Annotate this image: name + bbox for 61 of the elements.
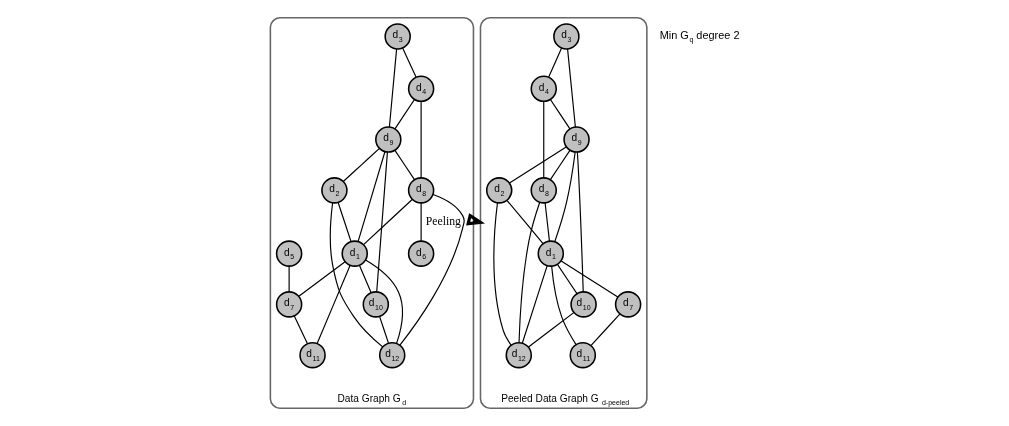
node-circle: d$_{3}$	[384, 23, 411, 50]
node-circle: d$_{1}$	[537, 240, 565, 267]
node-circle: d$_{4}$	[530, 75, 558, 103]
label: Min G$_{q}$ degree 2	[659, 28, 740, 44]
connector	[358, 264, 372, 294]
node-circle: d$_{4}$	[407, 75, 435, 103]
node-circle: d$_{7}$	[614, 291, 642, 318]
node-circle: d$_{3}$	[553, 23, 580, 50]
connector	[521, 265, 548, 344]
connector	[567, 48, 576, 128]
connector	[549, 149, 571, 181]
connector	[399, 193, 465, 346]
connector	[357, 151, 386, 242]
edge-label: Peeling	[425, 214, 461, 228]
connector	[508, 146, 567, 184]
node-circle: d$_{5}$	[275, 240, 303, 267]
connector	[527, 312, 575, 348]
connector	[590, 313, 621, 346]
connector	[337, 201, 352, 243]
node-circle: d$_{10}$	[362, 291, 390, 318]
node-circle: d$_{8}$	[530, 177, 558, 204]
connector	[342, 147, 381, 183]
connector	[316, 264, 351, 344]
connector	[548, 47, 563, 78]
connector	[376, 151, 388, 293]
connector	[362, 198, 413, 246]
node-circle: d$_{12}$	[505, 341, 533, 369]
node-circle: d$_{9}$	[375, 126, 402, 153]
node-circle: d$_{11}$	[569, 341, 597, 369]
connector	[556, 263, 578, 295]
connector	[388, 48, 398, 128]
connector	[549, 98, 571, 130]
connector	[394, 149, 416, 181]
node-circle: d$_{2}$	[321, 177, 348, 204]
node-circle: d$_{6}$	[407, 240, 435, 267]
connector	[560, 260, 619, 298]
node-circle: d$_{7}$	[275, 291, 303, 318]
connector	[298, 261, 346, 297]
connector	[288, 265, 290, 293]
connector	[551, 265, 577, 345]
connector	[420, 100, 422, 179]
connector	[544, 202, 551, 242]
node-circle: d$_{9}$	[563, 126, 590, 153]
connector	[420, 202, 422, 242]
connector	[576, 151, 584, 293]
connector	[543, 100, 545, 179]
node-circle: d$_{12}$	[378, 341, 406, 369]
connector	[554, 151, 576, 243]
connector	[402, 47, 417, 78]
node-circle: d$_{8}$	[407, 177, 435, 204]
connector	[493, 202, 512, 346]
connector	[329, 202, 384, 348]
connector	[293, 315, 309, 345]
connector	[378, 315, 389, 344]
node-circle: d$_{11}$	[299, 341, 326, 369]
node-circle: d$_{10}$	[570, 291, 597, 318]
node-circle: d$_{1}$	[341, 240, 368, 267]
connector	[506, 199, 544, 245]
connector	[518, 201, 541, 343]
node-circle: d$_{2}$	[485, 177, 513, 204]
connector	[394, 98, 416, 130]
